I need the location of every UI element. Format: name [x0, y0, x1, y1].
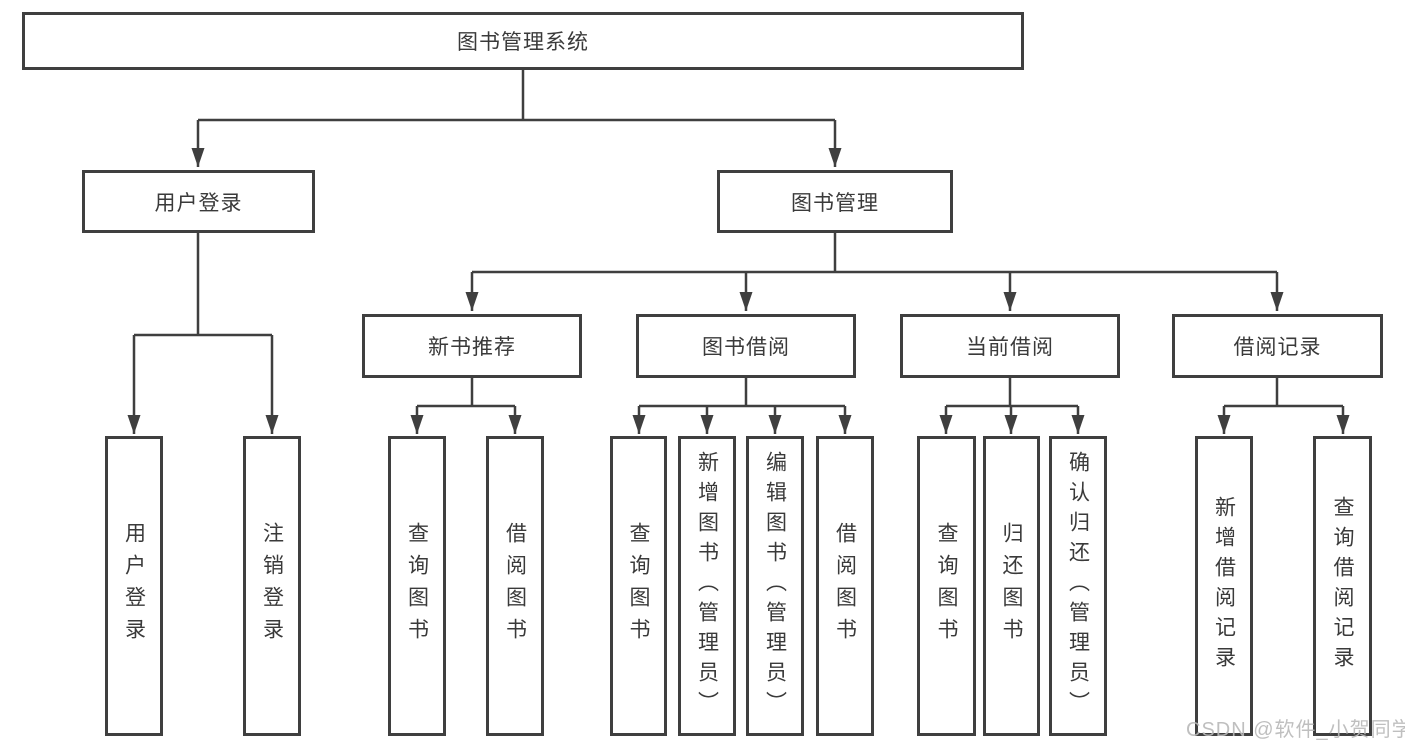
leaf-borrow-edit-book-admin: 编辑图书（管理员）: [746, 436, 804, 736]
node-label: 用户登录: [154, 191, 243, 215]
node-label: 图书管理: [791, 191, 879, 215]
leaf-current-confirm-return-admin: 确认归还（管理员）: [1049, 436, 1107, 736]
node-label: 查询图书: [405, 522, 429, 650]
leaf-logout: 注销登录: [243, 436, 301, 736]
leaf-records-query-record: 查询借阅记录: [1313, 436, 1372, 736]
node-label: 编辑图书（管理员）: [763, 451, 787, 721]
leaf-recommend-borrow-books: 借阅图书: [486, 436, 544, 736]
node-label: 查询图书: [627, 522, 650, 650]
node-book-management: 图书管理: [717, 170, 953, 233]
node-label: 新增图书（管理员）: [695, 451, 719, 721]
leaf-current-query-books: 查询图书: [917, 436, 976, 736]
node-label: 归还图书: [1000, 522, 1023, 650]
leaf-current-return-books: 归还图书: [983, 436, 1040, 736]
node-borrow-records: 借阅记录: [1172, 314, 1383, 378]
node-current-borrow: 当前借阅: [900, 314, 1120, 378]
node-label: 确认归还（管理员）: [1066, 451, 1090, 721]
node-new-book-recommend: 新书推荐: [362, 314, 582, 378]
leaf-user-login: 用户登录: [105, 436, 163, 736]
node-user-login: 用户登录: [82, 170, 315, 233]
node-label: 借阅图书: [833, 522, 857, 650]
node-label: 图书借阅: [702, 336, 790, 359]
node-book-borrow: 图书借阅: [636, 314, 856, 378]
node-library-management-system: 图书管理系统: [22, 12, 1024, 70]
node-label: 注销登录: [260, 522, 284, 650]
leaf-borrow-query-books: 查询图书: [610, 436, 667, 736]
node-label: 新书推荐: [428, 336, 516, 359]
node-label: 图书管理系统: [457, 31, 589, 54]
leaf-records-add-record: 新增借阅记录: [1195, 436, 1253, 736]
csdn-watermark: CSDN @软件_小贺同学: [1186, 719, 1405, 741]
leaf-borrow-add-book-admin: 新增图书（管理员）: [678, 436, 736, 736]
node-label: 当前借阅: [966, 336, 1054, 359]
node-label: 查询借阅记录: [1331, 496, 1354, 676]
leaf-recommend-query-books: 查询图书: [388, 436, 446, 736]
node-label: 借阅记录: [1233, 336, 1322, 359]
node-label: 新增借阅记录: [1212, 496, 1236, 676]
node-label: 查询图书: [935, 522, 958, 650]
node-label: 借阅图书: [503, 522, 527, 650]
leaf-borrow-borrow-books: 借阅图书: [816, 436, 874, 736]
node-label: 用户登录: [122, 522, 146, 650]
